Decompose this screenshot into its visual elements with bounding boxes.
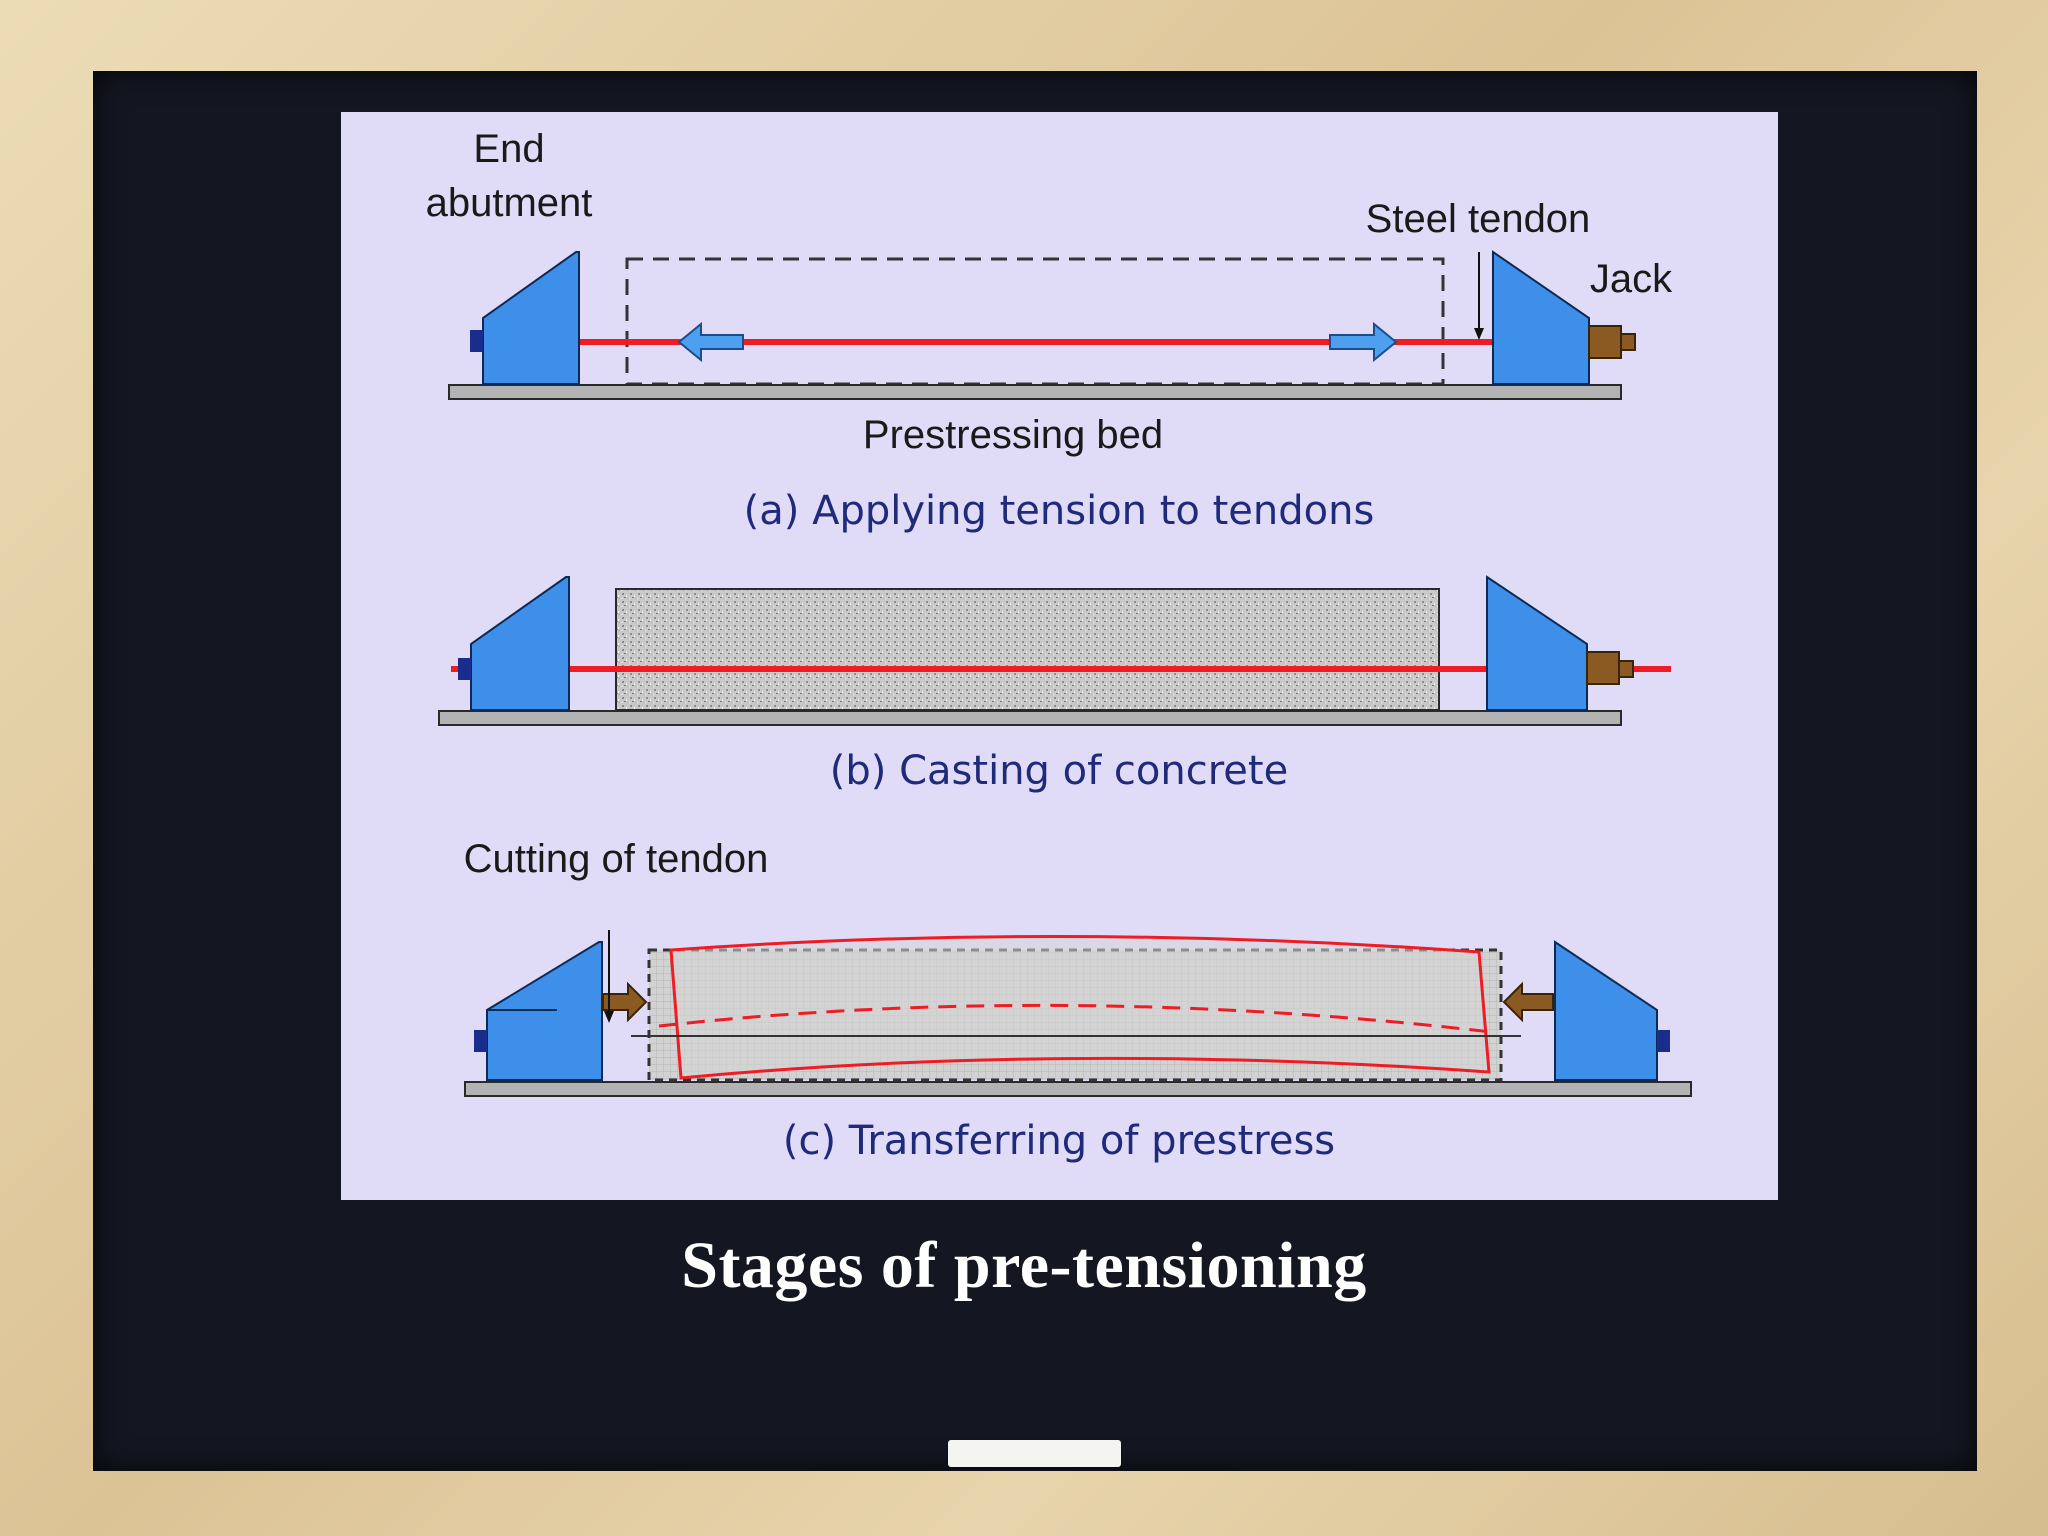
- cutting-of-tendon-label: Cutting of tendon: [464, 837, 769, 881]
- abutment-bolt-c2: [1657, 1030, 1670, 1052]
- compression-arrow-left-icon: [602, 981, 648, 1023]
- end-label: End: [473, 127, 544, 171]
- compression-arrow-right-icon: [1502, 981, 1554, 1023]
- abutment-bolt-c: [474, 1030, 487, 1052]
- end-abutment: [482, 251, 580, 385]
- jack-rod-b: [1618, 660, 1634, 678]
- board-caption: Stages of pre-tensioning: [681, 1229, 1367, 1302]
- abutment-bolt: [470, 330, 483, 352]
- tendon-pointer-head: [1474, 328, 1484, 340]
- right-abutment-c: [1554, 940, 1658, 1081]
- prestressing-bed-c: [464, 1081, 1692, 1097]
- steel-tendon-label: Steel tendon: [1366, 197, 1591, 241]
- concrete-beam: [615, 588, 1440, 711]
- mould-outline: [625, 257, 1445, 386]
- right-arrow-icon: [1329, 321, 1398, 363]
- jack-abutment-b: [1486, 575, 1588, 711]
- caption-a: (a) Applying tension to tendons: [744, 488, 1375, 534]
- stage-c: Cutting of tendon (c) Transferring of pr…: [464, 837, 1692, 1164]
- tendon-profile: [658, 1003, 1492, 1034]
- abutment-bolt-b: [458, 658, 471, 680]
- jack-rod: [1620, 333, 1636, 351]
- jack-abutment: [1492, 250, 1590, 385]
- end-abutment-b: [470, 576, 570, 711]
- caption-b: (b) Casting of concrete: [830, 748, 1288, 794]
- cut-pointer-head: [604, 1011, 614, 1023]
- prestressing-bed-b: [438, 710, 1622, 726]
- cambered-beam: [669, 934, 1491, 1080]
- jack: [1588, 325, 1622, 359]
- stage-b: (b) Casting of concrete: [438, 575, 1671, 794]
- chalk-piece: [948, 1440, 1121, 1467]
- left-arrow-icon: [677, 321, 744, 363]
- jack-label: Jack: [1590, 257, 1673, 301]
- diagram-panel: End abutment Steel tendon Jack Prestress…: [341, 112, 1778, 1200]
- caption-c: (c) Transferring of prestress: [783, 1118, 1335, 1164]
- prestressing-bed: [448, 384, 1622, 400]
- pretensioning-diagram: End abutment Steel tendon Jack Prestress…: [426, 127, 1692, 1164]
- prestressing-bed-label: Prestressing bed: [863, 413, 1163, 457]
- abutment-label: abutment: [426, 181, 593, 225]
- jack-b: [1586, 651, 1620, 685]
- stage-a: End abutment Steel tendon Jack Prestress…: [426, 127, 1674, 534]
